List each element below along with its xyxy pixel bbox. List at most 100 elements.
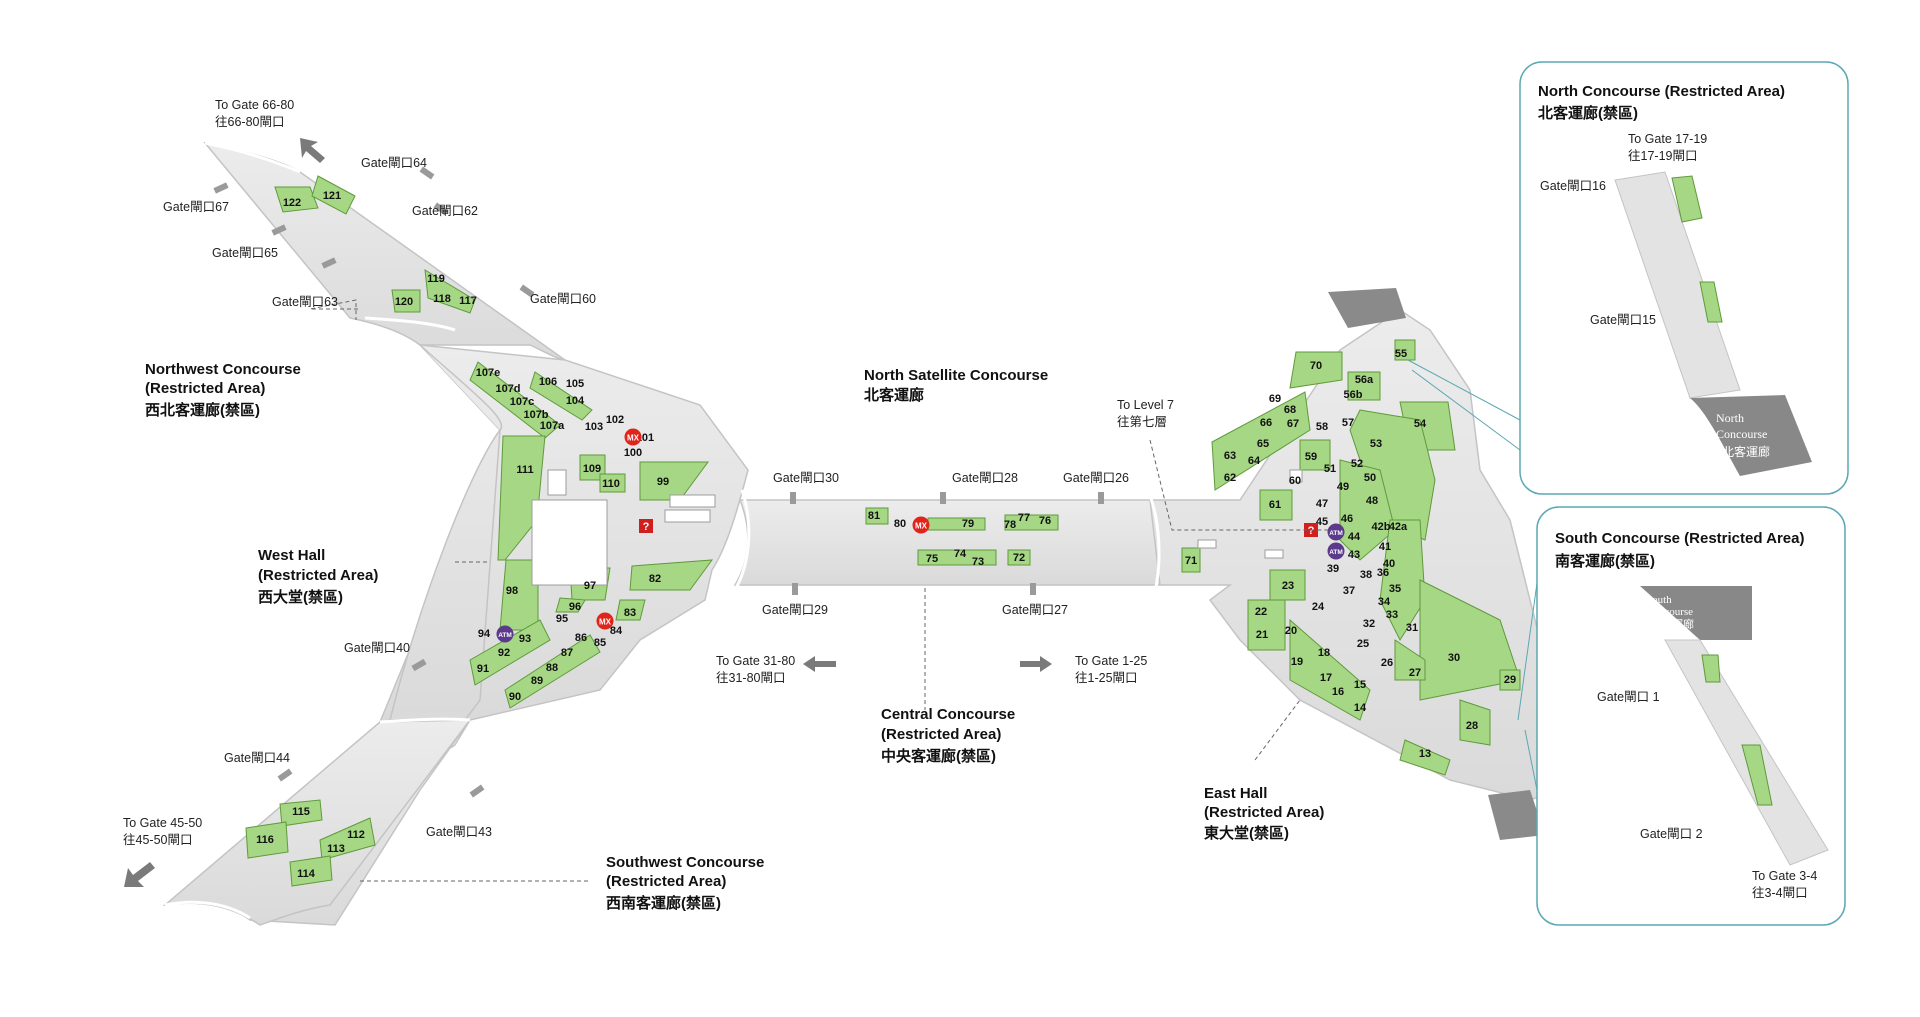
svg-text:東大堂(禁區): 東大堂(禁區) xyxy=(1204,824,1289,842)
shop-number: 84 xyxy=(610,625,623,637)
inset-north-title: North Concourse (Restricted Area) 北客運廊(禁… xyxy=(1538,83,1785,122)
svg-text:往第七層: 往第七層 xyxy=(1117,414,1167,429)
shop-number: 115 xyxy=(292,806,310,818)
inset-south-concourse: South Concourse 南客運廊 xyxy=(1536,506,1846,926)
east-top-block xyxy=(1328,288,1406,328)
shop-number: 62 xyxy=(1224,472,1236,484)
gate-label: Gate閘口67 xyxy=(163,200,229,214)
shop-number: 33 xyxy=(1386,609,1398,621)
svg-text:Concourse: Concourse xyxy=(1646,606,1693,618)
inset-south-title: South Concourse (Restricted Area) 南客運廊(禁… xyxy=(1555,530,1805,570)
shop-number: 44 xyxy=(1348,531,1361,543)
svg-text:(Restricted Area): (Restricted Area) xyxy=(258,567,378,584)
shop-number: 112 xyxy=(347,829,365,841)
svg-text:(Restricted Area): (Restricted Area) xyxy=(1204,804,1324,821)
svg-text:South Concourse (Restricted Ar: South Concourse (Restricted Area) xyxy=(1555,530,1805,547)
shop-number: 107b xyxy=(523,409,548,421)
arrow-right-icon xyxy=(1020,656,1052,672)
shop-number: 51 xyxy=(1324,463,1336,475)
shop-number: 99 xyxy=(657,476,669,488)
area-labels: Northwest Concourse (Restricted Area) 西北… xyxy=(145,83,1805,912)
shop-number: 96 xyxy=(569,601,581,613)
shop-number: 117 xyxy=(459,295,477,307)
atm-symbols: ATM ATM ATM xyxy=(496,523,1345,643)
area-label-central: Central Concourse (Restricted Area) 中央客運… xyxy=(881,706,1015,765)
svg-text:ATM: ATM xyxy=(498,632,512,639)
shop-number: 23 xyxy=(1282,580,1294,592)
svg-text:East Hall: East Hall xyxy=(1204,785,1267,802)
gate-label: Gate閘口60 xyxy=(530,292,596,306)
svg-text:(Restricted Area): (Restricted Area) xyxy=(881,726,1001,743)
shop-number: 113 xyxy=(327,843,345,855)
gate-label: Gate閘口30 xyxy=(773,471,839,485)
gate-label: Gate閘口26 xyxy=(1063,471,1129,485)
gate-label: Gate閘口63 xyxy=(272,295,338,309)
svg-text:South: South xyxy=(1646,594,1672,606)
shop-number: 59 xyxy=(1305,451,1317,463)
shop-number: 65 xyxy=(1257,438,1269,450)
svg-text:西北客運廊(禁區): 西北客運廊(禁區) xyxy=(145,401,260,419)
shop-number: 85 xyxy=(594,637,606,649)
inset-connectors xyxy=(1407,359,1538,791)
svg-text:To Gate 17-19: To Gate 17-19 xyxy=(1628,132,1707,146)
shop-number: 72 xyxy=(1013,552,1025,564)
svg-text:West Hall: West Hall xyxy=(258,547,325,564)
direction-labels: To Gate 66-80 往66-80閘口 To Gate 45-50 往45… xyxy=(123,98,1817,900)
shop-number: 83 xyxy=(624,607,636,619)
svg-text:To Gate 31-80: To Gate 31-80 xyxy=(716,654,795,668)
shop-number: 20 xyxy=(1285,625,1297,637)
shop-number: 122 xyxy=(283,197,301,209)
svg-text:(Restricted Area): (Restricted Area) xyxy=(606,873,726,890)
shop-number: 54 xyxy=(1414,418,1427,430)
gate-label: Gate閘口64 xyxy=(361,156,427,170)
shop-number: 102 xyxy=(606,414,624,426)
shop-number: 35 xyxy=(1389,583,1401,595)
shop-number: 27 xyxy=(1409,667,1421,679)
gate-label: Gate閘口15 xyxy=(1590,313,1656,327)
inset-north-concourse: North Concourse 北客運廊 xyxy=(1519,61,1849,495)
shop-number: 70 xyxy=(1310,360,1322,372)
area-label-southwest: Southwest Concourse (Restricted Area) 西南… xyxy=(606,854,764,912)
gate-stubs xyxy=(213,166,1104,798)
shop-number: 17 xyxy=(1320,672,1332,684)
area-label-northwest: Northwest Concourse (Restricted Area) 西北… xyxy=(145,361,301,419)
svg-text:MX: MX xyxy=(599,618,612,627)
gate-label: Gate閘口40 xyxy=(344,641,410,655)
direction-arrows xyxy=(124,138,1052,887)
shop-number: 71 xyxy=(1185,555,1197,567)
shop-number: 30 xyxy=(1448,652,1460,664)
mtr-icon: MX xyxy=(596,612,614,630)
svg-text:To Gate 1-25: To Gate 1-25 xyxy=(1075,654,1147,668)
svg-text:MX: MX xyxy=(915,522,928,531)
shop-number: 118 xyxy=(433,293,451,305)
arrow-down-left-icon xyxy=(124,862,155,887)
svg-text:(Restricted Area): (Restricted Area) xyxy=(145,380,265,397)
svg-text:西大堂(禁區): 西大堂(禁區) xyxy=(258,588,343,606)
shop-number: 87 xyxy=(561,647,573,659)
shop-number: 18 xyxy=(1318,647,1330,659)
shop-number: 104 xyxy=(566,395,585,407)
svg-text:To Level 7: To Level 7 xyxy=(1117,398,1174,412)
shop-number: 16 xyxy=(1332,686,1344,698)
shop-number: 107d xyxy=(495,383,520,395)
mtr-icon: MX xyxy=(624,428,642,446)
shop-number: 60 xyxy=(1289,475,1301,487)
gate-labels: Gate閘口64 Gate閘口67 Gate閘口62 Gate閘口65 Gate… xyxy=(163,156,1703,841)
gate-label: Gate閘口44 xyxy=(224,751,290,765)
shop-number: 48 xyxy=(1366,495,1378,507)
svg-text:North Satellite Concourse: North Satellite Concourse xyxy=(864,367,1048,384)
shop-number: 55 xyxy=(1395,348,1407,360)
shop-number: 93 xyxy=(519,633,531,645)
shop-number: 107e xyxy=(476,367,500,379)
svg-text:南客運廊(禁區): 南客運廊(禁區) xyxy=(1555,552,1655,570)
shop-number: 92 xyxy=(498,647,510,659)
gate-label: Gate閘口65 xyxy=(212,246,278,260)
shop-number: 103 xyxy=(585,421,603,433)
shop-number: 24 xyxy=(1312,601,1325,613)
shop-number: 38 xyxy=(1360,569,1372,581)
shop-number: 45 xyxy=(1316,516,1328,528)
svg-text:MX: MX xyxy=(627,434,640,443)
svg-text:Concourse: Concourse xyxy=(1716,427,1767,441)
west-hall-upper xyxy=(389,344,503,721)
